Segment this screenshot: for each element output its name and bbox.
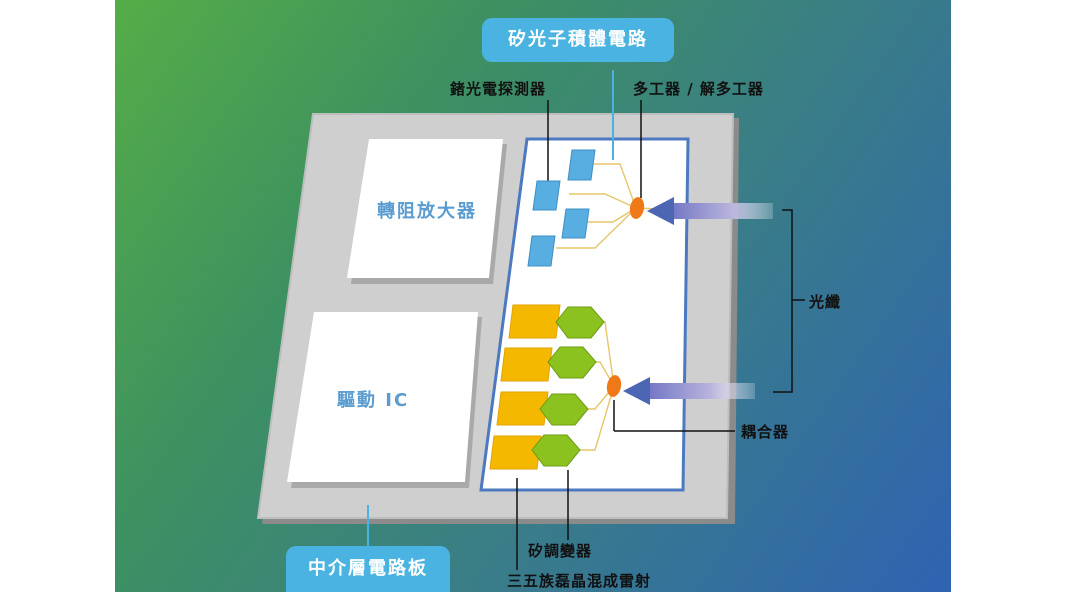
background-panel: 矽光子積體電路 鍺光電探測器 多工器 / 解多工器 轉阻放大器 驅動 IC 光纖… xyxy=(115,0,951,592)
fiber-beam-lower xyxy=(645,383,755,399)
modulator-4 xyxy=(531,434,581,467)
driver-ic-label: 驅動 IC xyxy=(337,390,410,411)
mux-label: 多工器 / 解多工器 xyxy=(633,80,764,98)
interposer-pill: 中介層電路板 xyxy=(286,546,450,592)
laser-array xyxy=(489,304,561,470)
photodetector-label: 鍺光電探測器 xyxy=(450,80,547,98)
diagram-canvas xyxy=(256,70,805,570)
laser-label: 三五族磊晶混成雷射 xyxy=(507,572,652,590)
tia-chip xyxy=(347,139,503,278)
laser-coupler xyxy=(606,375,622,397)
laser-4 xyxy=(489,435,542,470)
upper-waveguides xyxy=(556,163,661,249)
fiber-beam-upper xyxy=(669,203,773,219)
modulator-2 xyxy=(547,346,597,379)
modulator-label: 矽調變器 xyxy=(528,542,593,560)
tia-label: 轉阻放大器 xyxy=(377,201,477,222)
title-pill: 矽光子積體電路 xyxy=(482,18,674,62)
coupler-label: 耦合器 xyxy=(741,423,790,441)
photodetector-3 xyxy=(561,208,590,239)
modulator-array xyxy=(531,306,605,467)
driver-chip xyxy=(287,312,478,482)
modulator-3 xyxy=(539,393,589,426)
laser-2 xyxy=(500,347,553,382)
modulator-1 xyxy=(555,306,605,339)
photodetector-4 xyxy=(527,235,556,267)
fiber-label: 光纖 xyxy=(809,293,842,311)
laser-1 xyxy=(508,304,561,339)
photodetector-2 xyxy=(532,180,561,211)
fiber-arrow-lower xyxy=(623,377,650,405)
fiber-bracket xyxy=(773,209,805,393)
fiber-arrow-upper xyxy=(647,197,674,225)
photodetector-1 xyxy=(567,149,596,181)
mux-coupler xyxy=(629,197,645,219)
photodetector-array xyxy=(527,149,596,267)
laser-3 xyxy=(496,391,549,426)
